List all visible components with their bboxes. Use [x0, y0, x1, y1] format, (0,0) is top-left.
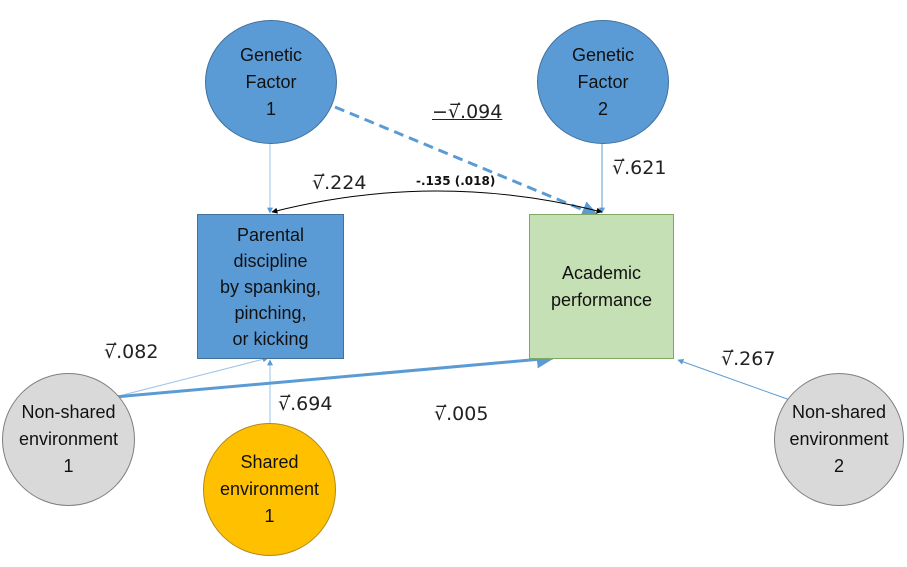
nonshared-environment-2-node: Non-shared environment 2 [774, 373, 904, 506]
genetic-factor-1-label: Genetic Factor 1 [239, 44, 303, 119]
parental-discipline-box: Parental discipline by spanking, pinchin… [197, 214, 344, 359]
coef-sh1-pd: √̅.694 [278, 393, 333, 415]
coef-gf2-ap: √̅.621 [612, 157, 667, 179]
nonshared-environment-1-label: Non-shared environment 1 [18, 402, 119, 476]
coef-ns1-ap: √̅.005 [434, 403, 489, 425]
path-covariance [271, 190, 603, 214]
academic-performance-box: Academic performance [529, 214, 674, 359]
shared-environment-1-node: Shared environment 1 [203, 423, 336, 556]
coef-gf1-pd: √̅.224 [312, 172, 367, 194]
path-ns2-ap [677, 358, 791, 401]
coef-covariance: -.135 (.018) [416, 174, 496, 188]
nonshared-environment-2-label: Non-shared environment 2 [789, 402, 889, 476]
coef-gf1-ap: −√̅.094 [432, 101, 503, 123]
shared-environment-1-label: Shared environment 1 [219, 452, 320, 526]
path-ns1-pd [114, 356, 269, 398]
genetic-factor-2-label: Genetic Factor 2 [571, 44, 635, 119]
academic-performance-label: Academic performance [550, 262, 653, 310]
genetic-factor-2-node: Genetic Factor 2 [537, 20, 669, 144]
nonshared-environment-1-node: Non-shared environment 1 [2, 373, 135, 506]
coef-ns2-ap: √̅.267 [721, 348, 776, 370]
parental-discipline-label: Parental discipline by spanking, pinchin… [219, 224, 322, 349]
coef-ns1-pd: √̅.082 [104, 341, 159, 363]
path-ns1-ap [114, 350, 555, 399]
genetic-factor-1-node: Genetic Factor 1 [205, 20, 337, 144]
